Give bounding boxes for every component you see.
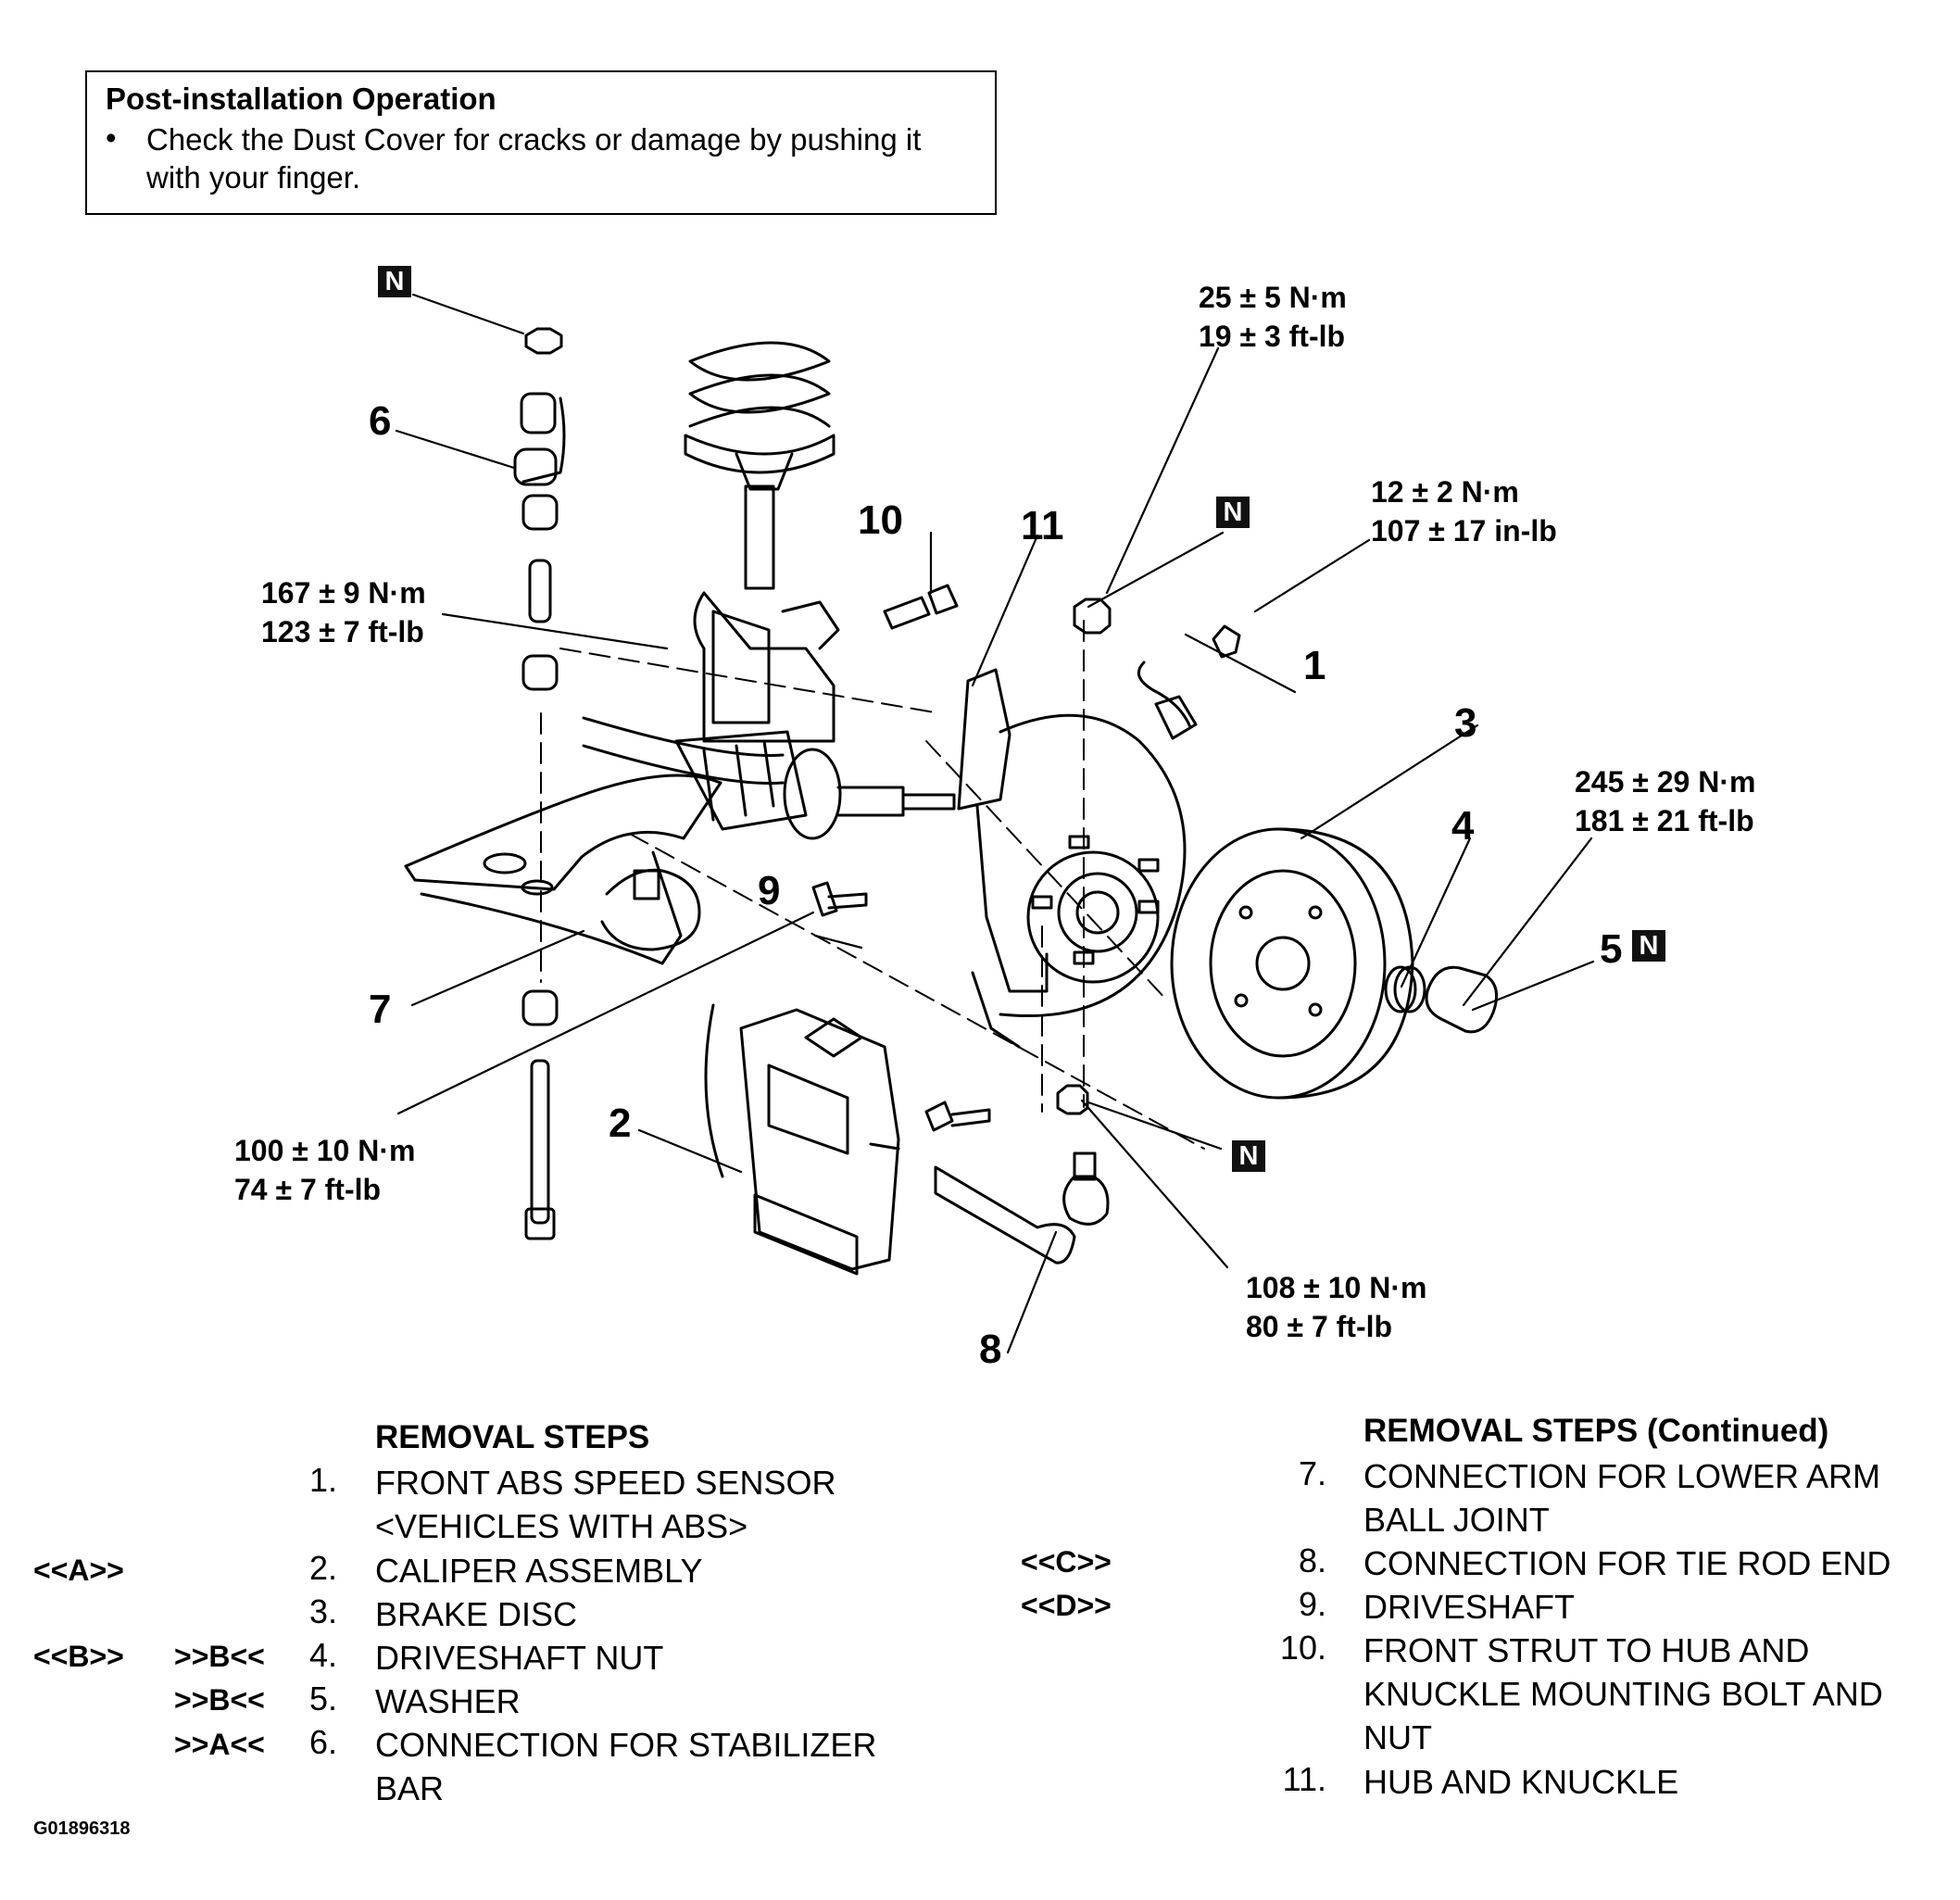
- step-number: 4.: [308, 1636, 337, 1674]
- torque-nm: 245 ± 29 N·m: [1575, 765, 1756, 799]
- driveshaft: [582, 716, 956, 840]
- torque-spec-abs-bracket: 25 ± 5 N·m 19 ± 3 ft-lb: [1199, 278, 1347, 356]
- new-part-marker-n: N: [1232, 1140, 1265, 1172]
- callout-8: 8: [979, 1327, 1002, 1372]
- step-number: 11.: [1282, 1760, 1326, 1798]
- note-title: Post-installation Operation: [106, 82, 496, 116]
- step-text: CONNECTION FOR LOWER ARM BALL JOINT: [1363, 1454, 1880, 1541]
- step-line: <VEHICLES WITH ABS>: [375, 1507, 748, 1545]
- torque-spec-strut-bolt: 167 ± 9 N·m 123 ± 7 ft-lb: [261, 573, 426, 651]
- callout-3: 3: [1454, 700, 1477, 746]
- step-line: CONNECTION FOR LOWER ARM: [1363, 1457, 1881, 1495]
- step-number: 10.: [1279, 1629, 1326, 1667]
- torque-nm: 12 ± 2 N·m: [1371, 475, 1519, 509]
- callout-7: 7: [369, 987, 392, 1032]
- post-installation-note: Post-installation Operation • Check the …: [85, 70, 997, 215]
- step-text: DRIVESHAFT: [1363, 1588, 1576, 1626]
- step-line: NUT: [1363, 1718, 1432, 1756]
- torque-spec-driveshaft-nut: 245 ± 29 N·m 181 ± 21 ft-lb: [1575, 762, 1755, 840]
- torque-ft: 107 ± 17 in-lb: [1371, 514, 1557, 547]
- figure-id: G01896318: [33, 1818, 131, 1839]
- step-number: 5.: [308, 1680, 337, 1718]
- callout-11: 11: [1021, 503, 1064, 548]
- step-text: CONNECTION FOR TIE ROD END: [1363, 1544, 1891, 1582]
- step-line: FRONT STRUT TO HUB AND: [1363, 1631, 1810, 1669]
- removal-ref: <<D>>: [1021, 1589, 1112, 1622]
- removal-ref: <<C>>: [1021, 1545, 1112, 1579]
- removal-ref: <<A>>: [33, 1554, 124, 1587]
- callout-1: 1: [1303, 643, 1326, 688]
- callout-9: 9: [758, 868, 781, 913]
- brake-disc: [1170, 827, 1414, 1100]
- step-number: 2.: [308, 1549, 337, 1587]
- knuckle-nut: [1073, 598, 1112, 635]
- callout-4: 4: [1451, 803, 1475, 849]
- step-number: 7.: [1298, 1454, 1326, 1492]
- step-text: DRIVESHAFT NUT: [375, 1639, 664, 1677]
- note-bullet: •: [106, 120, 117, 155]
- step-line: BAR: [375, 1769, 445, 1807]
- torque-spec-abs-sensor: 12 ± 2 N·m 107 ± 17 in-lb: [1371, 472, 1557, 550]
- new-part-marker-n: N: [1216, 497, 1250, 528]
- lower-arm: [404, 774, 722, 965]
- torque-ft: 123 ± 7 ft-lb: [261, 615, 424, 648]
- install-ref: >>A<<: [174, 1728, 265, 1761]
- callout-10: 10: [858, 497, 903, 543]
- stabilizer-link: [513, 327, 566, 1240]
- removal-steps-title: REMOVAL STEPS: [375, 1419, 650, 1455]
- torque-nm: 25 ± 5 N·m: [1199, 281, 1347, 314]
- step-number: 6.: [308, 1723, 337, 1761]
- tie-rod-nut: [1056, 1084, 1089, 1115]
- abs-sensor: [1137, 624, 1241, 740]
- step-text: CALIPER ASSEMBLY: [375, 1552, 703, 1590]
- step-number: 1.: [308, 1461, 337, 1499]
- step-text: CONNECTION FOR STABILIZER BAR: [375, 1723, 876, 1810]
- install-ref: >>B<<: [174, 1683, 265, 1717]
- torque-spec-tie-rod-nut: 108 ± 10 N·m 80 ± 7 ft-lb: [1246, 1268, 1426, 1346]
- new-part-marker-n: N: [1632, 930, 1665, 962]
- torque-nm: 167 ± 9 N·m: [261, 576, 426, 610]
- removal-ref: <<B>>: [33, 1640, 124, 1673]
- step-number: 3.: [308, 1592, 337, 1630]
- step-text: HUB AND KNUCKLE: [1363, 1763, 1679, 1801]
- torque-ft: 181 ± 21 ft-lb: [1575, 804, 1754, 837]
- strut-bolt-10: [883, 584, 959, 630]
- caliper-assembly: [704, 1003, 900, 1276]
- driveshaft-nut: [1425, 965, 1499, 1034]
- callout-2: 2: [609, 1101, 632, 1146]
- new-part-marker-n: N: [378, 266, 411, 297]
- step-line: CONNECTION FOR STABILIZER: [375, 1726, 877, 1764]
- dashed-centerlines: [540, 620, 1205, 1150]
- torque-nm: 108 ± 10 N·m: [1246, 1271, 1427, 1304]
- step-number: 8.: [1298, 1541, 1326, 1579]
- torque-nm: 100 ± 10 N·m: [234, 1134, 416, 1167]
- torque-ft: 80 ± 7 ft-lb: [1246, 1310, 1393, 1343]
- torque-spec-caliper-bolt: 100 ± 10 N·m 74 ± 7 ft-lb: [234, 1131, 415, 1209]
- hub-knuckle: [957, 668, 1187, 1049]
- leader-lines: [395, 293, 1595, 1354]
- washer: [1384, 965, 1426, 1013]
- step-line: KNUCKLE MOUNTING BOLT AND: [1363, 1675, 1883, 1713]
- step-line: FRONT ABS SPEED SENSOR: [375, 1464, 836, 1502]
- tie-rod-end: [934, 1151, 1110, 1265]
- caliper-bolt: [924, 1101, 991, 1132]
- strut-assembly: [684, 341, 840, 743]
- step-text: WASHER: [375, 1682, 521, 1720]
- step-text: FRONT ABS SPEED SENSOR <VEHICLES WITH AB…: [375, 1461, 836, 1548]
- torque-ft: 74 ± 7 ft-lb: [234, 1173, 382, 1206]
- callout-6: 6: [369, 398, 392, 444]
- note-text: Check the Dust Cover for cracks or damag…: [146, 122, 922, 195]
- step-line: BALL JOINT: [1363, 1501, 1550, 1539]
- callout-5: 5: [1600, 926, 1623, 972]
- knuckle-bolt: [811, 881, 868, 917]
- step-text: FRONT STRUT TO HUB AND KNUCKLE MOUNTING …: [1363, 1629, 1883, 1759]
- step-text: BRAKE DISC: [375, 1595, 578, 1633]
- torque-ft: 19 ± 3 ft-lb: [1199, 320, 1346, 353]
- install-ref: >>B<<: [174, 1640, 265, 1673]
- removal-steps-continued-title: REMOVAL STEPS (Continued): [1363, 1413, 1829, 1449]
- step-number: 9.: [1298, 1585, 1326, 1623]
